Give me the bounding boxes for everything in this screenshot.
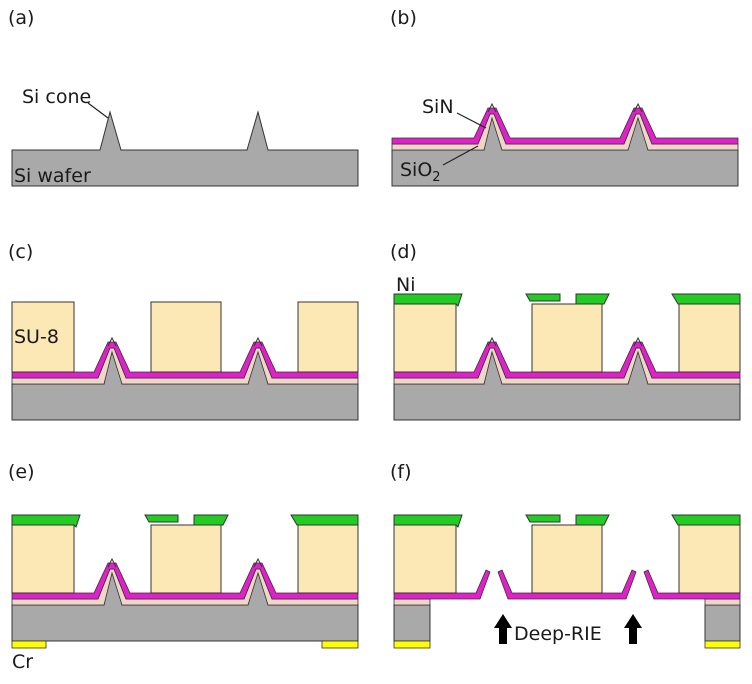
sin-leader [456,112,487,129]
sin-label: SiN [422,96,454,118]
ni-cap [671,293,741,305]
cr-pad [704,640,741,649]
ni-cap [193,514,229,526]
si-wafer-label: Si wafer [14,165,91,187]
su8-pillar [150,524,222,594]
su8-pillar [393,524,457,594]
su8-pillar [11,301,75,373]
up-arrow-icon [494,614,512,644]
su8-pillar [11,524,75,594]
si-wafer [11,110,359,187]
si-cone-label: Si cone [22,86,91,108]
ni-cap [290,514,359,526]
su8-label: SU-8 [14,326,59,348]
su8-pillar [150,301,222,373]
ni-cap [11,514,81,528]
panel-b: (b) SiN SiO2 [390,7,739,187]
sio2-layer [704,598,741,606]
deep-rie-label: Deep-RIE [514,623,602,645]
si-cone-leader [87,102,109,119]
sin-layer [11,562,359,600]
panel-c: (c) SU-8 [8,241,359,421]
su8-pillar [678,303,741,373]
su8-pillar [531,524,603,594]
ni-cap [393,514,463,528]
sin-layer [391,107,739,145]
cr-pad [393,640,431,649]
panel-label-a: (a) [8,7,34,29]
ni-label: Ni [396,274,416,296]
cr-pad [321,640,359,649]
sio2-layer [391,113,739,151]
panel-label-e: (e) [8,461,35,483]
panel-f: (f) Deep-RIE [390,461,741,649]
su8-pillar [393,303,457,373]
sio2-leader [442,145,479,166]
cr-pad [11,640,47,649]
su8-pillar [531,303,603,373]
panel-label-c: (c) [8,241,33,263]
panel-label-d: (d) [390,241,417,263]
su8-pillar [678,524,741,594]
panel-label-b: (b) [390,7,417,29]
ni-cap [144,514,179,523]
ni-cap [525,514,561,523]
sio2-label: SiO2 [400,159,441,185]
ni-cap [671,514,741,526]
panel-e: (e) Cr [8,461,359,673]
ni-cap [393,293,463,307]
ni-cap [575,293,610,305]
sin-layer [11,341,359,379]
panel-d: (d) Ni [390,241,741,421]
ni-cap [525,293,561,302]
si-leg [704,604,741,642]
up-arrow-icon [624,614,642,644]
panel-a: (a) Si cone Si wafer [8,7,359,187]
ni-cap [575,514,610,526]
su8-pillar [297,301,359,373]
sio2-layer [393,598,431,606]
su8-pillar [297,524,359,594]
si-leg [393,604,431,642]
sin-layer [393,341,741,379]
panel-label-f: (f) [390,461,412,483]
cr-label: Cr [12,651,33,673]
